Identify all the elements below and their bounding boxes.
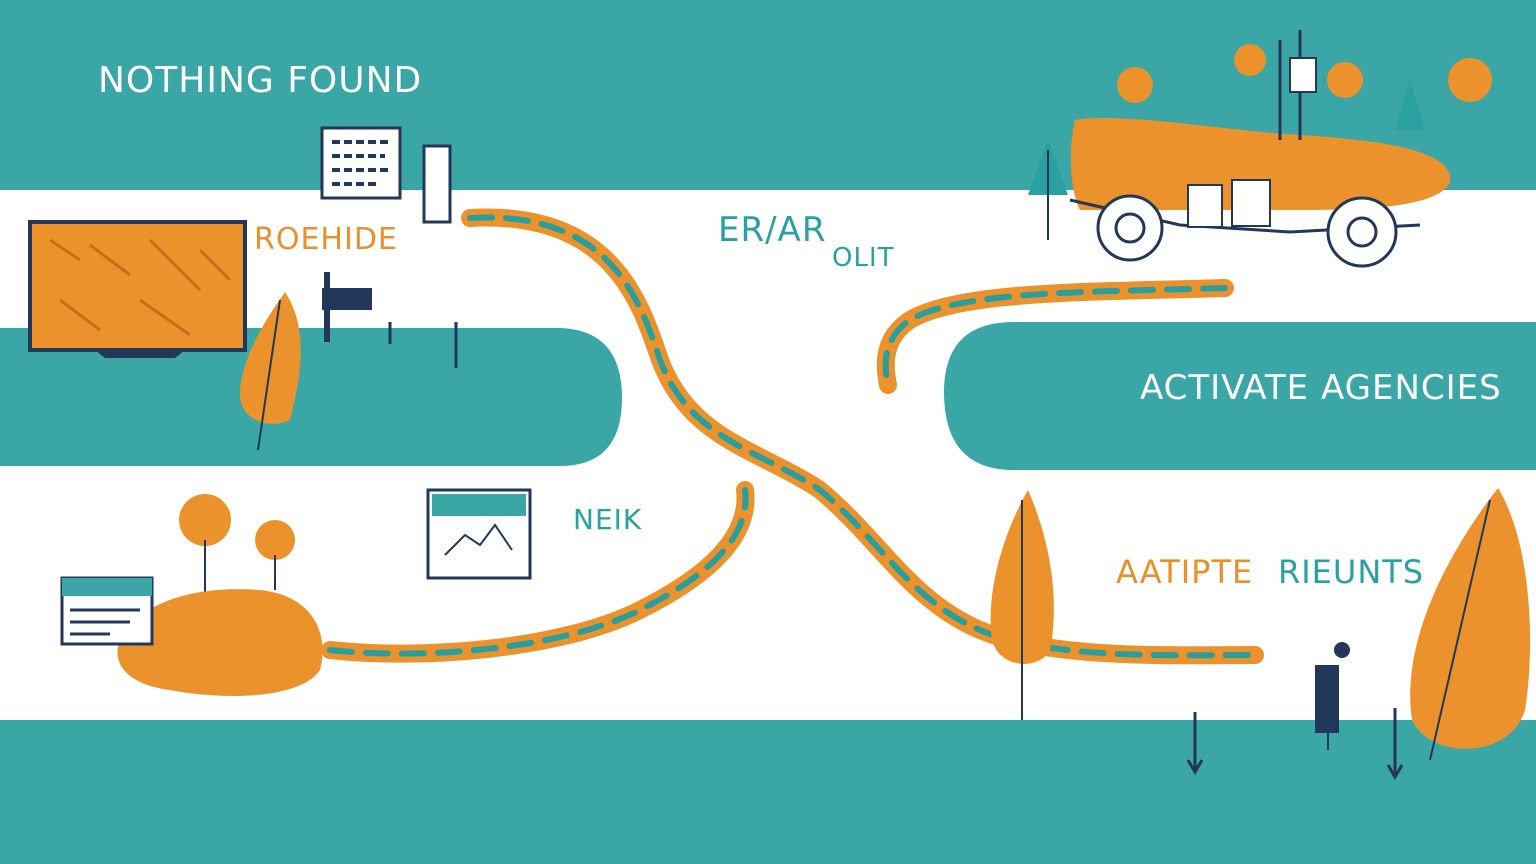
arrow-down-icon xyxy=(1186,712,1204,775)
browser-window-icon xyxy=(60,576,154,646)
tree-icon xyxy=(1028,44,1492,240)
bottom-band xyxy=(0,720,1536,864)
tree-icon xyxy=(990,490,1054,720)
page-title: NOTHING FOUND xyxy=(98,60,423,101)
arrow-down-icon xyxy=(1386,708,1404,780)
truck-icon xyxy=(1069,30,1451,268)
chart-window-icon xyxy=(426,488,532,580)
braided-road-right xyxy=(876,279,1234,394)
tree-icon xyxy=(240,292,301,451)
label-activate-agencies: ACTIVATE AGENCIES xyxy=(1140,368,1502,408)
label-aatipte: AATIPTE xyxy=(1116,553,1254,591)
label-roehide: ROEHIDE xyxy=(254,222,398,257)
signpost-icon xyxy=(322,272,458,368)
monitor-icon xyxy=(28,220,247,358)
tree-icon xyxy=(1410,488,1531,761)
right-teal-island xyxy=(944,322,1536,470)
tree-icon xyxy=(179,494,295,600)
person-icon xyxy=(1315,642,1350,750)
braided-road-left xyxy=(461,208,1264,665)
orange-splash xyxy=(117,589,323,696)
label-error: ER/AR xyxy=(718,210,827,250)
braided-road-bottom xyxy=(321,481,755,663)
label-rieunts: RIEUNTS xyxy=(1278,553,1425,591)
label-neik: NEIK xyxy=(573,503,643,536)
document-icon xyxy=(320,126,452,224)
label-olit: OLIT xyxy=(832,243,895,273)
left-teal-island xyxy=(0,328,622,466)
